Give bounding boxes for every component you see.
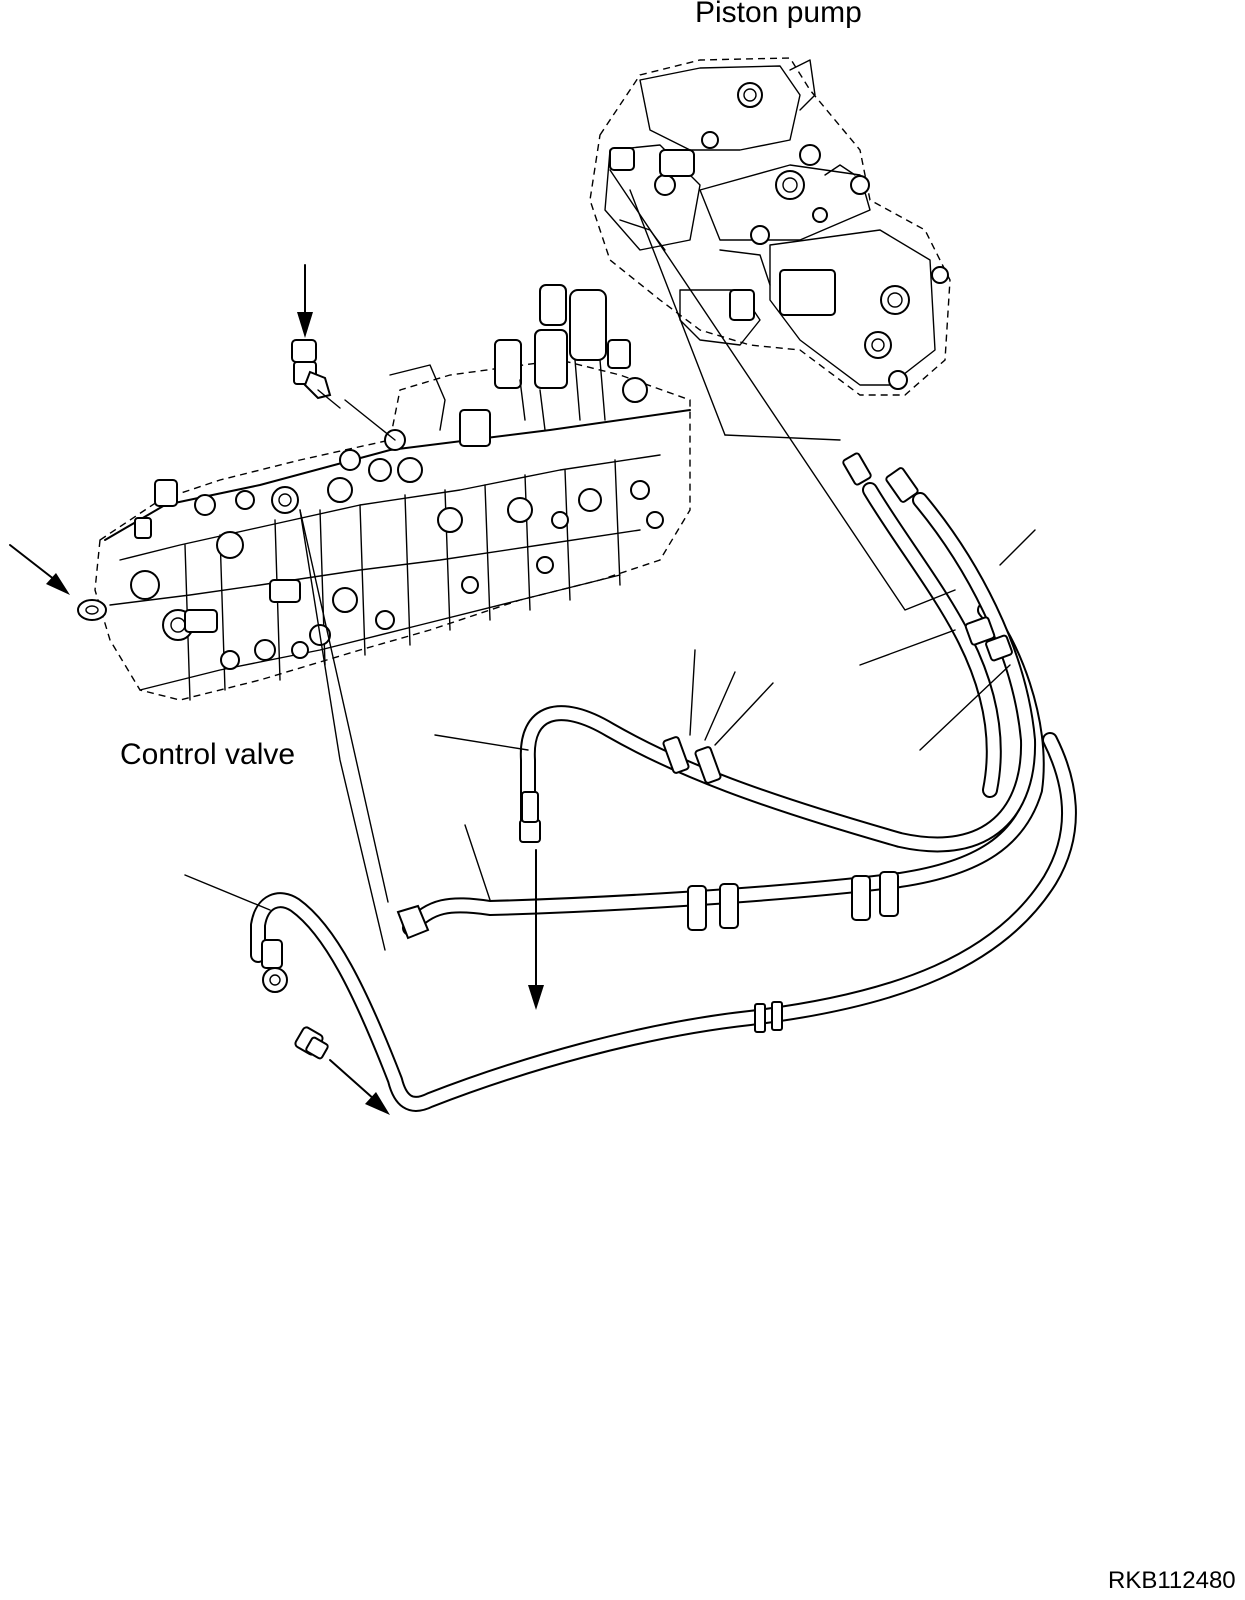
arrow-icon-group	[9, 264, 544, 1115]
piston-pump-label: Piston pump	[695, 0, 862, 29]
arrow-icon	[297, 264, 313, 338]
hose-fittings	[261, 452, 1013, 993]
leader-lines	[184, 169, 1036, 951]
nipple-fitting	[294, 1026, 329, 1060]
arrow-icon	[528, 849, 544, 1010]
control-valve-label: Control valve	[120, 738, 296, 771]
washer	[77, 599, 107, 621]
hoses	[250, 482, 1077, 1112]
arrow-icon	[329, 1059, 390, 1115]
elbow-fitting	[291, 339, 341, 409]
arrow-icon	[9, 544, 70, 595]
control-valve	[94, 284, 691, 701]
piston-pump	[589, 57, 951, 396]
drawing-code-label: RKB112480	[1108, 1567, 1236, 1594]
hose-clamps	[662, 736, 899, 1033]
